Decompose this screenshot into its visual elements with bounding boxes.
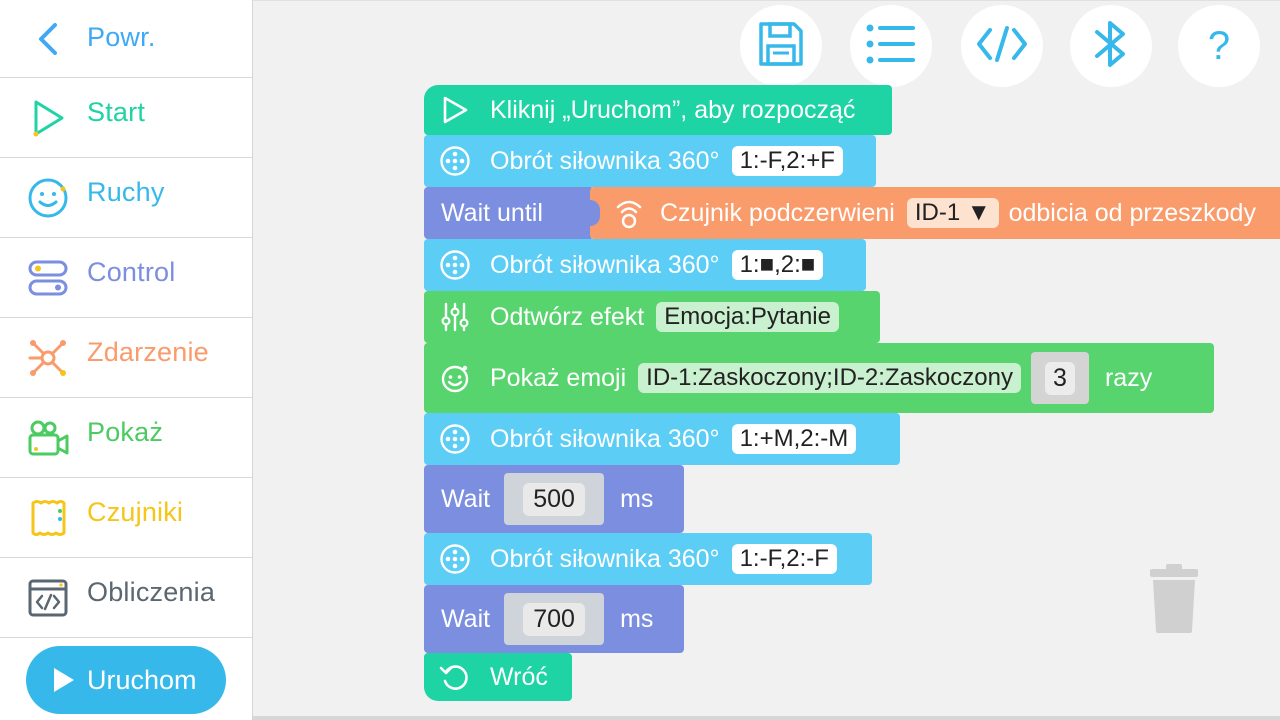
motor-icon	[438, 542, 472, 576]
run-button[interactable]: Uruchom	[26, 646, 226, 714]
sidebar-item-calculations[interactable]: Obliczenia	[0, 558, 252, 638]
sidebar-item-label: Powr.	[87, 22, 156, 52]
chevron-left-icon	[26, 17, 70, 61]
save-icon	[756, 19, 806, 74]
block-label: Wróć	[490, 662, 548, 691]
servo-rotation-block[interactable]: Obrót siłownika 360° 1:-F,2:-F	[424, 533, 872, 585]
emoji-icon	[438, 361, 472, 395]
sidebar-item-events[interactable]: Zdarzenie	[0, 318, 252, 398]
play-outline-icon	[26, 96, 70, 140]
list-icon	[865, 22, 917, 71]
play-outline-icon	[438, 93, 472, 127]
return-block[interactable]: Wróć	[424, 653, 572, 701]
unit-label: ms	[620, 604, 654, 633]
sidebar-item-control[interactable]: Control	[0, 238, 252, 318]
sidebar-item-back[interactable]: Powr.	[0, 0, 252, 78]
camera-icon	[26, 416, 70, 460]
bluetooth-icon	[1091, 18, 1131, 75]
sensor-icon	[26, 496, 70, 540]
servo-rotation-block[interactable]: Obrót siłownika 360° 1:■,2:■	[424, 239, 866, 291]
toggle-icon	[26, 256, 70, 300]
wait-value-field[interactable]: 700	[523, 602, 585, 636]
sidebar-item-motions[interactable]: Ruchy	[0, 158, 252, 238]
servo-rotation-block[interactable]: Obrót siłownika 360° 1:-F,2:+F	[424, 135, 876, 187]
sidebar-item-label: Pokaż	[87, 417, 164, 447]
block-label: Obrót siłownika 360°	[490, 250, 720, 279]
block-label: Obrót siłownika 360°	[490, 424, 720, 453]
servo-value-field[interactable]: 1:-F,2:-F	[731, 544, 837, 574]
sidebar-item-sensors[interactable]: Czujniki	[0, 478, 252, 558]
unit-label: ms	[620, 484, 654, 513]
effect-value-field[interactable]: Emocja:Pytanie	[656, 302, 839, 332]
servo-value-field[interactable]: 1:■,2:■	[731, 250, 824, 280]
start-block[interactable]: Kliknij „Uruchom”, aby rozpocząć	[424, 85, 892, 135]
play-effect-block[interactable]: Odtwórz efekt Emocja:Pytanie	[424, 291, 880, 343]
wait-value-slot[interactable]: 700	[504, 593, 605, 645]
loop-icon	[438, 660, 472, 694]
motor-icon	[438, 422, 472, 456]
block-label: Wait	[441, 484, 491, 513]
block-workspace[interactable]: ? Kliknij „Uruchom”, aby rozpocząć Obrót…	[253, 0, 1280, 720]
wait-value-field[interactable]: 500	[523, 482, 585, 516]
sidebar-item-label: Czujniki	[87, 497, 184, 527]
motor-icon	[438, 248, 472, 282]
block-label: Wait until	[441, 198, 543, 227]
sidebar-item-label: Ruchy	[87, 177, 165, 207]
block-label: Obrót siłownika 360°	[490, 146, 720, 175]
code-icon	[976, 24, 1028, 69]
sensor-condition: odbicia od przeszkody	[1008, 198, 1256, 227]
sidebar-item-start[interactable]: Start	[0, 78, 252, 158]
connector-notch	[590, 200, 600, 226]
category-sidebar: Powr. Start Ruchy Control Zdarzenie Poka…	[0, 0, 253, 720]
smiley-icon	[26, 176, 70, 220]
emoji-value-field[interactable]: ID-1:Zaskoczony;ID-2:Zaskoczony	[638, 363, 1021, 393]
sidebar-item-label: Zdarzenie	[87, 337, 209, 367]
block-label: Obrót siłownika 360°	[490, 544, 720, 573]
list-button[interactable]	[850, 5, 932, 87]
sidebar-item-label: Start	[87, 97, 146, 127]
servo-rotation-block[interactable]: Obrót siłownika 360° 1:+M,2:-M	[424, 413, 900, 465]
bluetooth-button[interactable]	[1070, 5, 1152, 87]
block-label: Wait	[441, 604, 491, 633]
repeat-count-field[interactable]: 3	[1045, 361, 1075, 395]
infrared-sensor-block[interactable]: Czujnik podczerwieni ID-1 ▼ odbicia od p…	[590, 187, 1280, 239]
wait-block[interactable]: Wait 700 ms	[424, 585, 684, 653]
motor-icon	[438, 144, 472, 178]
wait-block[interactable]: Wait 500 ms	[424, 465, 684, 533]
sensor-id-dropdown[interactable]: ID-1 ▼	[906, 198, 999, 228]
code-view-button[interactable]	[961, 5, 1043, 87]
sensor-label: Czujnik podczerwieni	[660, 198, 895, 227]
equalizer-icon	[438, 300, 472, 334]
run-button-label: Uruchom	[87, 665, 197, 695]
network-icon	[26, 336, 70, 380]
repeat-count-slot[interactable]: 3	[1030, 352, 1089, 404]
code-window-icon	[26, 576, 70, 620]
sidebar-item-show[interactable]: Pokaż	[0, 398, 252, 478]
play-icon	[54, 668, 74, 692]
save-button[interactable]	[740, 5, 822, 87]
infrared-icon	[612, 196, 646, 230]
help-button[interactable]: ?	[1178, 5, 1260, 87]
block-label: Pokaż emoji	[490, 363, 627, 392]
sidebar-item-label: Control	[87, 257, 176, 287]
sidebar-item-label: Obliczenia	[87, 577, 216, 607]
start-block-label: Kliknij „Uruchom”, aby rozpocząć	[490, 95, 856, 124]
block-label: Odtwórz efekt	[490, 302, 645, 331]
wait-until-block[interactable]: Wait until	[424, 187, 594, 239]
servo-value-field[interactable]: 1:-F,2:+F	[731, 146, 843, 176]
repeat-suffix: razy	[1104, 363, 1153, 392]
show-emoji-block[interactable]: Pokaż emoji ID-1:Zaskoczony;ID-2:Zaskocz…	[424, 343, 1214, 413]
trash-icon[interactable]	[1144, 563, 1204, 635]
wait-value-slot[interactable]: 500	[504, 473, 605, 525]
servo-value-field[interactable]: 1:+M,2:-M	[731, 424, 857, 454]
help-icon: ?	[1207, 23, 1231, 68]
